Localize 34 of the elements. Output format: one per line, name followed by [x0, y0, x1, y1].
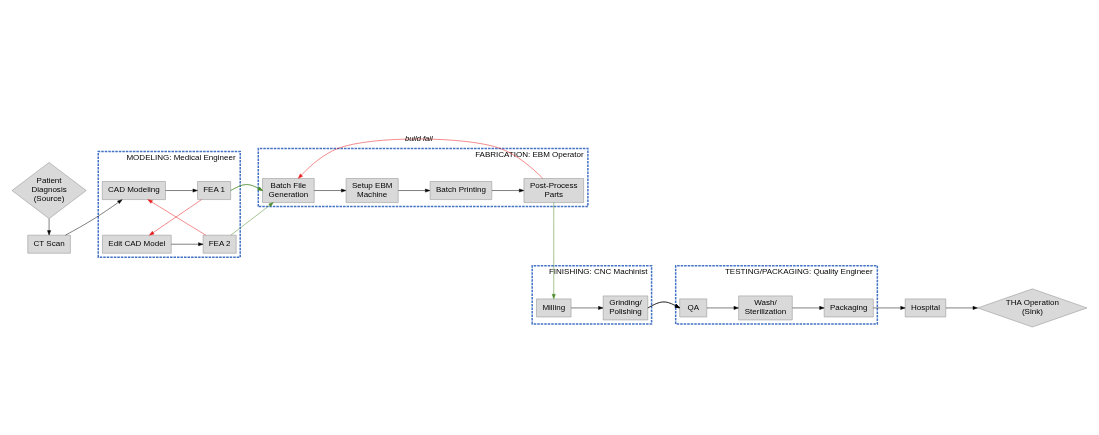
- arrow: [65, 199, 123, 236]
- arrow: [792, 306, 825, 310]
- arrow: [47, 218, 51, 236]
- node-box: Post-Process Parts: [523, 178, 584, 203]
- node-box: Setup EBM Machine: [345, 178, 399, 203]
- node-box: Grinding/ Polishing: [602, 295, 649, 321]
- arrow: [706, 306, 739, 310]
- node-diamond: THA Operation (Sink): [977, 288, 1088, 328]
- node-box: Batch Printing: [429, 181, 493, 200]
- arrow: [298, 138, 543, 179]
- node-box: FEA 2: [202, 234, 237, 254]
- node-box: Batch File Generation: [262, 178, 315, 203]
- node-box: CAD Modeling: [102, 181, 166, 200]
- arrow: [647, 301, 680, 309]
- node-box: QA: [679, 298, 707, 318]
- arrow: [491, 188, 525, 193]
- arrow: [398, 188, 431, 193]
- arrow: [165, 188, 198, 193]
- node-box: FEA 1: [197, 181, 231, 200]
- arrow: [230, 202, 274, 236]
- arrow: [230, 184, 263, 191]
- node-box: Packaging: [823, 298, 874, 318]
- arrow: [570, 306, 604, 310]
- node-box: Milling: [536, 298, 572, 318]
- node-box: Wash/ Sterilization: [738, 295, 793, 321]
- arrow: [314, 188, 347, 193]
- node-diamond: Patient Diagnosis (Source): [11, 162, 87, 219]
- node-box: CT Scan: [27, 234, 71, 254]
- node-box: Edit CAD Model: [102, 234, 172, 254]
- node-box: Hospital: [904, 298, 947, 318]
- arrow: [945, 306, 978, 310]
- arrow: [551, 202, 556, 300]
- arrow: [171, 242, 204, 247]
- arrow: [873, 306, 906, 310]
